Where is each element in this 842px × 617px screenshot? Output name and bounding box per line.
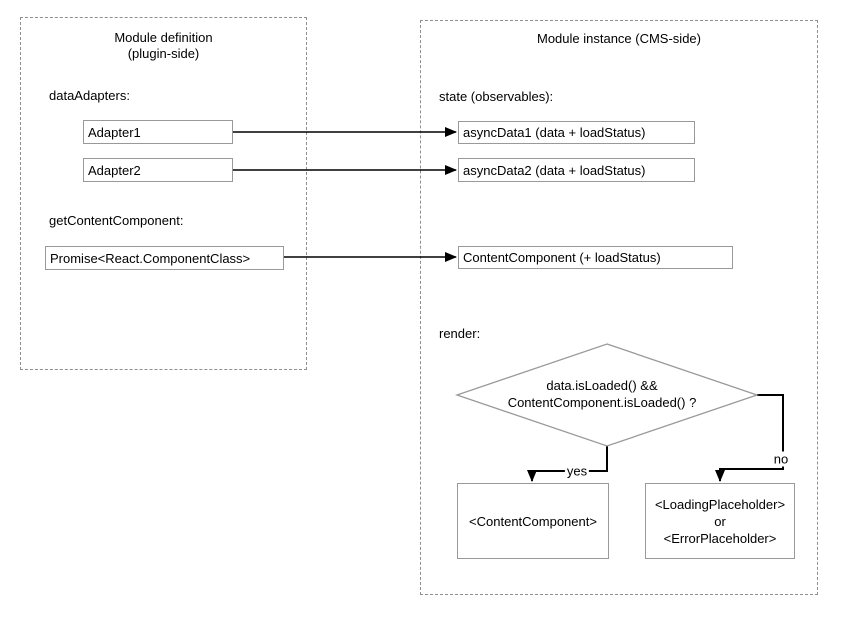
decision-condition-text: data.isLoaded() && ContentComponent.isLo… [462,377,742,411]
no-branch-connector [715,394,784,482]
placeholder-result-line3: <ErrorPlaceholder> [663,530,777,546]
module-definition-panel [20,17,307,370]
asyncdata1-box: asyncData1 (data + loadStatus) [458,121,695,144]
content-component-result-box: <ContentComponent> [457,483,609,559]
decision-diamond [454,343,760,447]
asyncdata2-box: asyncData2 (data + loadStatus) [458,158,695,182]
left-panel-title-line1: Module definition [114,30,213,45]
placeholder-result-line1: <LoadingPlaceholder> [654,496,786,512]
no-branch-label: no [771,451,791,467]
render-label: render: [439,326,481,341]
placeholder-result-box: <LoadingPlaceholder> or <ErrorPlaceholde… [645,483,795,559]
content-component-box: ContentComponent (+ loadStatus) [458,246,733,269]
left-panel-title-line2: (plugin-side) [127,46,200,61]
get-content-component-label: getContentComponent: [49,213,184,228]
right-panel-title: Module instance (CMS-side) [536,31,701,46]
adapter2-box: Adapter2 [83,158,233,182]
yes-branch-label: yes [564,463,590,479]
decision-condition-line1: data.isLoaded() && [546,378,658,393]
decision-condition-line2: ContentComponent.isLoaded() ? [507,395,697,410]
data-adapters-label: dataAdapters: [49,88,130,103]
placeholder-result-line2: or [714,513,726,529]
left-panel-title: Module definition (plugin-side) [20,30,307,62]
adapter1-box: Adapter1 [83,120,233,144]
promise-box: Promise<React.ComponentClass> [45,246,284,270]
module-instance-panel [420,20,818,595]
state-observables-label: state (observables): [439,89,554,104]
